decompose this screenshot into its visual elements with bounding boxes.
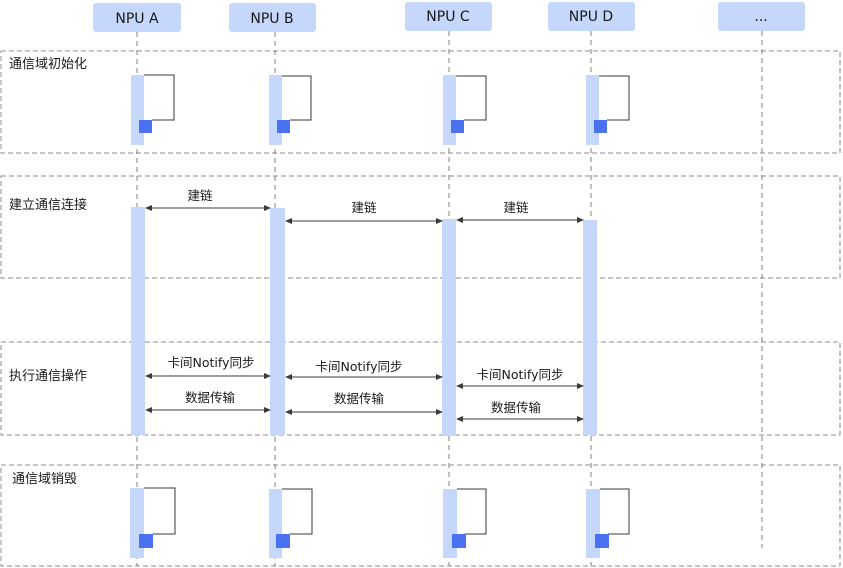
self-loop-destroy-npu-b — [282, 488, 313, 535]
phase-boxes — [0, 50, 841, 567]
marker-init-npu-a — [139, 120, 152, 133]
participant-npu-c: NPU C — [405, 2, 492, 31]
message-label: 建链 — [187, 188, 213, 203]
participant-more: ... — [718, 2, 805, 31]
self-loop-destroy-npu-a — [144, 487, 176, 535]
phase-labels: 通信域初始化 建立通信连接 执行通信操作 通信域销毁 — [9, 57, 87, 487]
phase-box-init — [0, 50, 841, 154]
destroy-activations — [130, 487, 630, 558]
message-label: 数据传输 — [491, 400, 542, 415]
phase-label-ops: 执行通信操作 — [9, 368, 87, 384]
marker-init-npu-d — [594, 120, 607, 133]
message-label: 数据传输 — [185, 390, 236, 405]
activation-session-npu-a — [131, 207, 145, 435]
activation-session-npu-d — [583, 220, 597, 435]
marker-destroy-npu-d — [595, 534, 609, 548]
self-loop-init-npu-d — [599, 75, 630, 121]
message-notify-b-c: 卡间Notify同步 — [285, 359, 443, 380]
activation-session-npu-b — [270, 208, 285, 435]
message-data-c-d: 数据传输 — [456, 400, 584, 422]
participant-label: NPU D — [569, 9, 613, 25]
init-activations — [131, 74, 630, 145]
message-label: 建链 — [351, 200, 377, 215]
self-loop-init-npu-b — [282, 75, 312, 121]
phase-box-ops — [0, 341, 841, 436]
message-notify-c-d: 卡间Notify同步 — [456, 367, 584, 389]
activation-init-npu-c — [443, 75, 456, 145]
message-connect-b-c: 建链 — [285, 200, 443, 224]
message-notify-a-b: 卡间Notify同步 — [145, 355, 271, 379]
participant-npu-a: NPU A — [93, 3, 181, 32]
activation-init-npu-a — [131, 75, 144, 145]
participant-label: NPU C — [426, 9, 470, 25]
message-label: 卡间Notify同步 — [477, 367, 564, 382]
message-label: 建链 — [503, 200, 529, 215]
self-loop-init-npu-c — [456, 75, 487, 121]
phase-label-connect: 建立通信连接 — [9, 197, 87, 213]
activation-session-npu-c — [442, 219, 456, 436]
message-label: 卡间Notify同步 — [316, 359, 403, 374]
marker-destroy-npu-c — [452, 534, 466, 548]
participant-label: ... — [754, 9, 767, 25]
phase-label-init: 通信域初始化 — [9, 57, 87, 72]
participant-npu-d: NPU D — [548, 2, 635, 31]
marker-init-npu-b — [277, 120, 290, 133]
activation-init-npu-b — [269, 75, 282, 145]
phase-box-connect — [0, 175, 841, 279]
participant-npu-b: NPU B — [229, 3, 316, 32]
messages: 建链 建链 建链 卡间Notify同步 卡间Notify同步 — [145, 188, 584, 422]
marker-destroy-npu-b — [276, 534, 290, 548]
lifelines — [136, 31, 763, 566]
marker-init-npu-c — [451, 120, 464, 133]
marker-destroy-npu-a — [139, 534, 153, 548]
participant-label: NPU A — [115, 11, 159, 27]
message-connect-a-b: 建链 — [145, 188, 271, 211]
message-label: 数据传输 — [334, 391, 385, 406]
self-loop-destroy-npu-c — [457, 488, 487, 535]
participant-label: NPU B — [250, 11, 293, 27]
self-loop-init-npu-a — [144, 74, 175, 121]
phase-box-destroy — [0, 464, 841, 567]
self-loop-destroy-npu-d — [600, 488, 630, 535]
message-label: 卡间Notify同步 — [168, 355, 255, 370]
message-connect-c-d: 建链 — [456, 200, 584, 223]
message-data-a-b: 数据传输 — [145, 390, 271, 413]
message-data-b-c: 数据传输 — [285, 391, 443, 415]
activation-init-npu-d — [586, 75, 599, 145]
session-activations — [131, 207, 597, 436]
phase-label-destroy: 通信域销毁 — [12, 472, 77, 487]
